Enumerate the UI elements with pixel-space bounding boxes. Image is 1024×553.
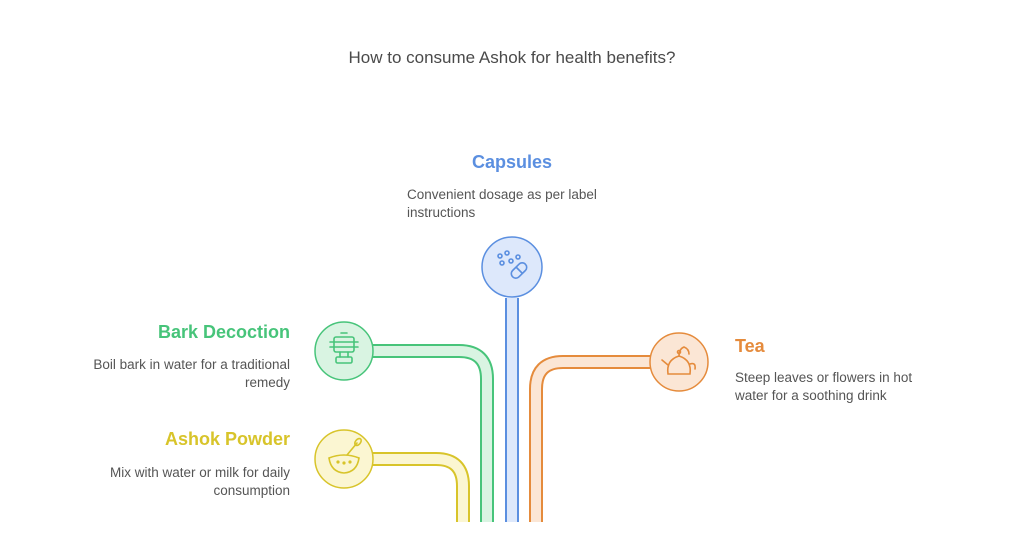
bark-node	[314, 321, 374, 381]
tea-heading: Tea	[735, 336, 765, 356]
bark-heading: Bark Decoction	[157, 322, 290, 342]
powder-heading: Ashok Powder	[164, 429, 290, 449]
capsules-heading: Capsules	[471, 152, 553, 172]
powder-node	[314, 429, 374, 489]
diagram-title: How to consume Ashok for health benefits…	[348, 48, 676, 67]
tea-description: Steep leaves or flowers in hot water for…	[735, 370, 913, 403]
tea-connector	[529, 355, 650, 522]
pills-icon	[497, 250, 528, 279]
tea-node	[649, 332, 709, 392]
kettle-icon	[661, 346, 696, 375]
powder-description: Mix with water or milk for daily consump…	[109, 465, 290, 498]
steamer-pot-icon	[329, 332, 359, 364]
bark-description: Boil bark in water for a traditional rem…	[93, 357, 290, 390]
powder-connector	[370, 452, 470, 522]
bowl-spoon-icon	[328, 437, 363, 474]
bark-connector	[372, 344, 494, 522]
capsules-node	[481, 236, 543, 298]
capsules-description: Convenient dosage as per label instructi…	[407, 187, 597, 220]
